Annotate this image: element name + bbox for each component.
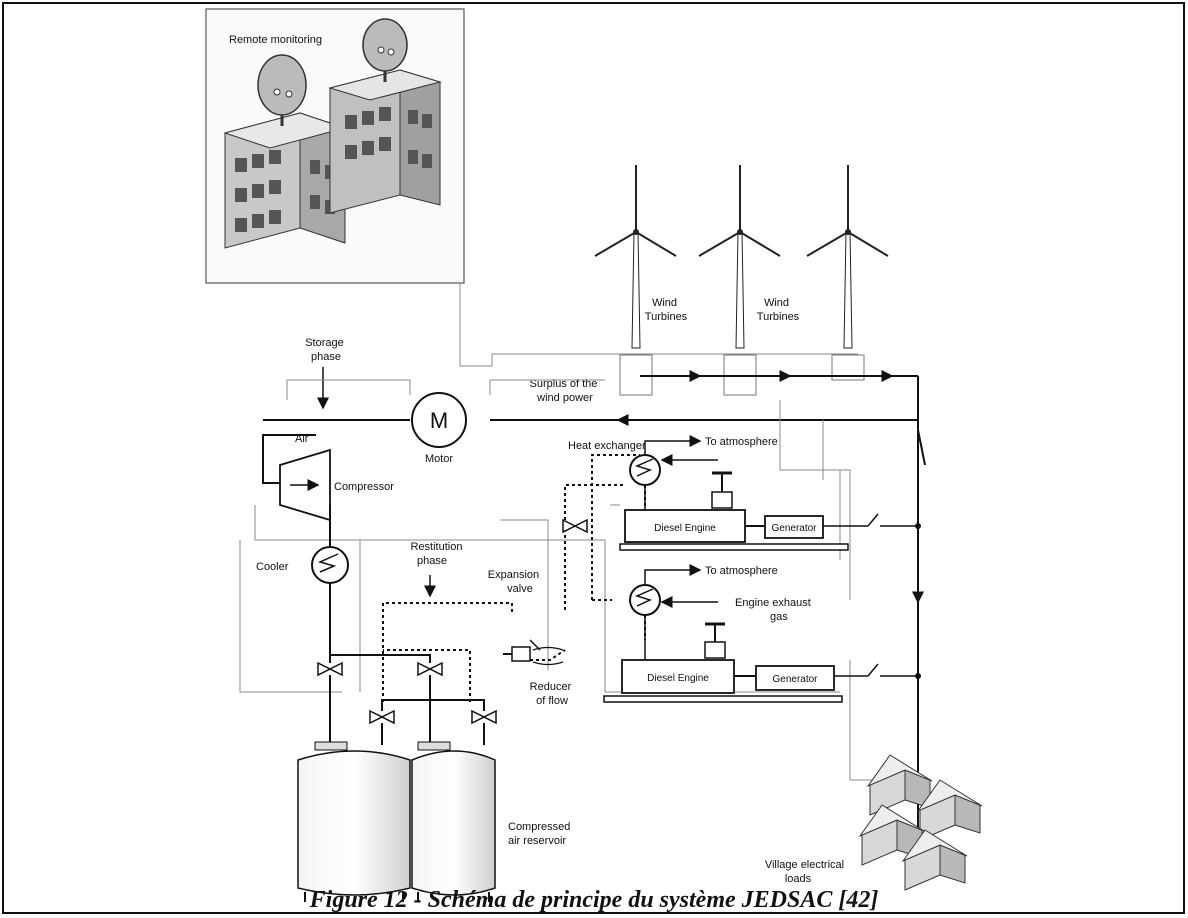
to-atmosphere-label-2: To atmosphere	[705, 565, 778, 577]
house-icon	[916, 779, 983, 841]
satellite-dish-icon	[362, 18, 408, 82]
to-atmosphere-label-1: To atmosphere	[705, 436, 778, 448]
compressor-label: Compressor	[334, 481, 394, 493]
village-loads-label: Village electrical loads	[765, 859, 847, 885]
expansion-valve	[503, 639, 541, 662]
storage-phase-label: Storage phase	[305, 337, 347, 363]
valve-icon	[317, 518, 588, 725]
air-tank	[297, 741, 411, 902]
air-tank	[411, 741, 496, 902]
monitoring-signal-line	[459, 283, 858, 367]
heat-exchanger	[629, 584, 661, 616]
generator-label-2: Generator	[772, 674, 818, 685]
cooler	[311, 546, 349, 584]
motor-label: Motor	[425, 453, 453, 465]
motor-symbol: M	[430, 408, 448, 433]
air-line	[262, 434, 316, 484]
wind-turbines-label-1: Wind Turbines	[645, 297, 688, 323]
heat-exchanger	[629, 454, 661, 486]
reducer-of-flow	[532, 646, 564, 666]
wind-turbine-icon	[698, 165, 781, 349]
engine-exhaust-label: Engine exhaust gas	[735, 597, 814, 623]
figure-caption: Figure 12 - Schéma de principe du systèm…	[309, 887, 879, 913]
diesel-engine-label-2: Diesel Engine	[647, 673, 709, 684]
surplus-label: Surplus of the wind power	[530, 378, 601, 404]
power-flow-arrows	[616, 370, 924, 604]
wind-turbines-label-2: Wind Turbines	[757, 297, 800, 323]
house-icon	[901, 829, 968, 891]
generator-label-1: Generator	[771, 523, 817, 534]
reducer-label: Reducer of flow	[530, 681, 575, 707]
generator: Generator	[755, 665, 835, 691]
motor: M	[263, 392, 467, 448]
wind-turbine-icon	[806, 165, 889, 349]
control-lines	[239, 379, 880, 781]
generator: Generator	[764, 515, 824, 539]
compressed-air-label: Compressed air reservoir	[508, 821, 573, 847]
power-bus	[490, 375, 926, 880]
diesel-engine: Diesel Engine	[621, 622, 735, 694]
remote-monitoring-panel: Remote monitoring	[205, 8, 465, 284]
house-icon	[866, 754, 933, 816]
satellite-dish-icon	[257, 54, 307, 126]
building-icon	[223, 112, 347, 249]
cooler-label: Cooler	[256, 561, 289, 573]
heat-exchanger-label: Heat exchanger	[568, 440, 646, 452]
diesel-engine: Diesel Engine	[624, 471, 746, 543]
restitution-phase-label: Restitution phase	[410, 541, 465, 567]
air-label: Air	[295, 433, 309, 445]
building-icon	[328, 69, 442, 214]
expansion-valve-label: Expansion valve	[488, 569, 542, 595]
diesel-engine-label-1: Diesel Engine	[654, 523, 716, 534]
remote-monitoring-label: Remote monitoring	[229, 34, 322, 46]
wind-turbine-icon	[594, 165, 677, 349]
compressor	[279, 448, 331, 522]
